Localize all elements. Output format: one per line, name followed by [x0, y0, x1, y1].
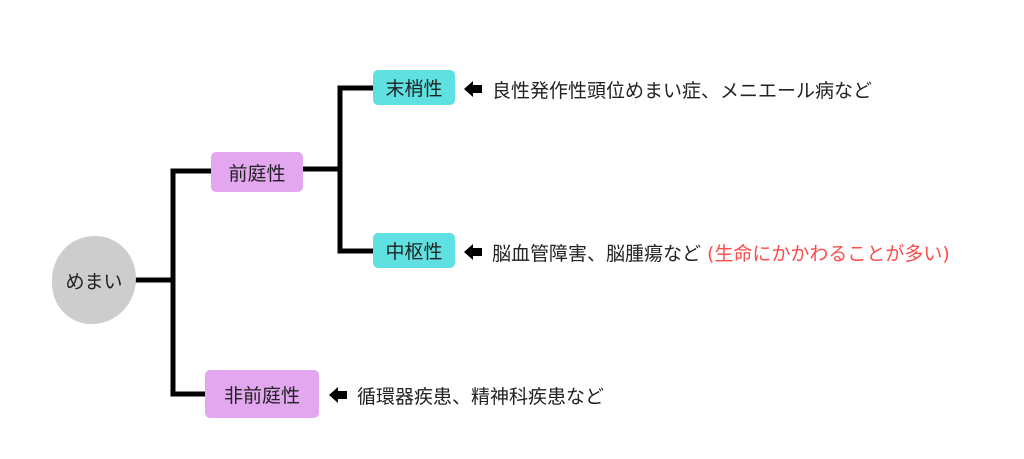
root-label: めまい	[65, 270, 123, 293]
arrow-left-icon	[464, 81, 482, 97]
peripheral-node: 末梢性	[373, 70, 455, 105]
central-description: 脳血管障害、脳腫瘍など (生命にかかわることが多い)	[464, 237, 950, 267]
connector-level1	[170, 168, 211, 397]
non-vestibular-label: 非前庭性	[223, 384, 300, 407]
arrow-left-icon	[464, 244, 482, 260]
connector-level2	[337, 85, 373, 254]
peripheral-description: 良性発作性頭位めまい症、メニエール病など	[464, 74, 872, 104]
non-vestibular-description: 循環器疾患、精神科疾患など	[329, 380, 604, 410]
vestibular-label: 前庭性	[228, 162, 286, 185]
non-vestibular-node: 非前庭性	[205, 370, 319, 418]
non-vestibular-examples: 循環器疾患、精神科疾患など	[357, 385, 605, 408]
central-warning-note: (生命にかかわることが多い)	[707, 242, 950, 265]
central-examples: 脳血管障害、脳腫瘍など	[492, 242, 702, 265]
vestibular-node: 前庭性	[211, 152, 303, 192]
central-label: 中枢性	[385, 241, 443, 263]
arrow-left-icon	[329, 387, 347, 403]
central-node: 中枢性	[373, 233, 455, 268]
peripheral-label: 末梢性	[385, 78, 443, 100]
peripheral-examples: 良性発作性頭位めまい症、メニエール病など	[492, 79, 873, 102]
root-node: めまい	[52, 236, 136, 324]
